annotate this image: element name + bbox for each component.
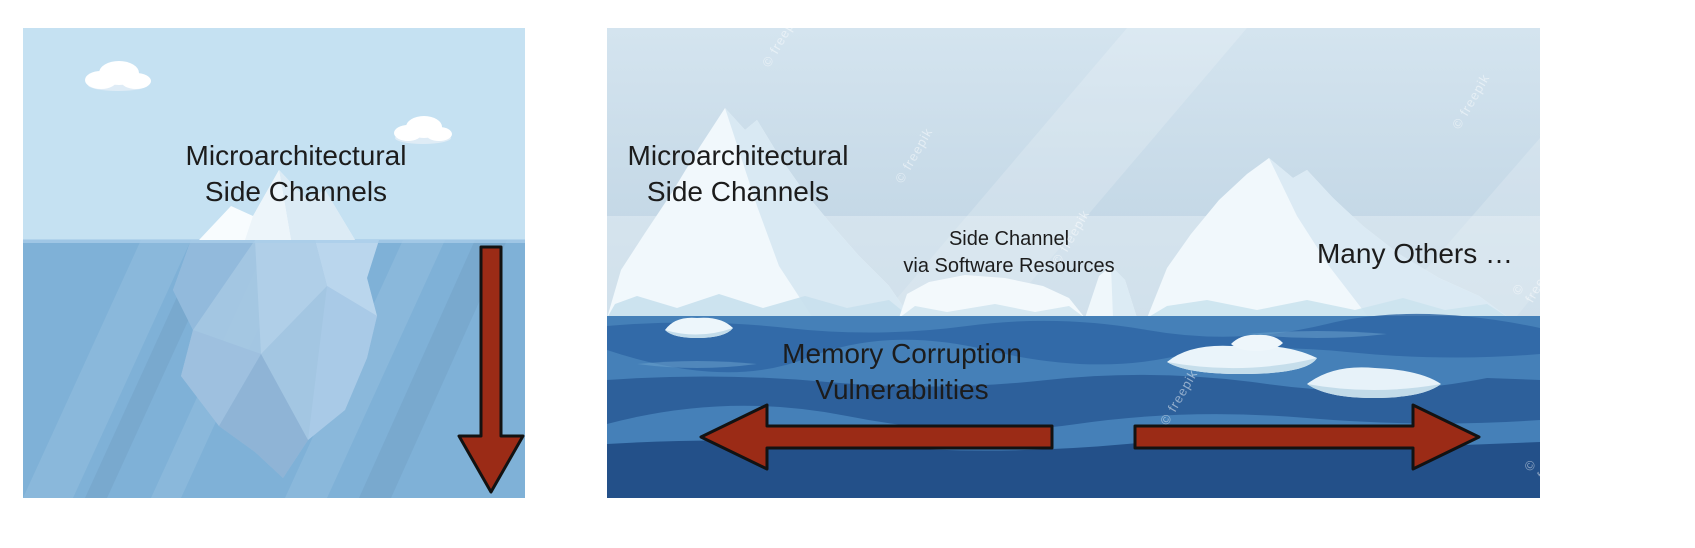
iceberg-tip <box>199 170 355 240</box>
ice-floe <box>665 317 733 338</box>
waterline <box>23 239 525 243</box>
right-microarch-label: Microarchitectural Side Channels <box>628 138 849 210</box>
ice-floe <box>1167 345 1317 374</box>
down-arrow-icon <box>457 245 525 494</box>
memory-corruption-line1: Memory Corruption <box>782 338 1022 369</box>
left-iceberg-panel: Microarchitectural Side Channels <box>23 28 525 498</box>
right-iceberg-scene <box>607 28 1540 498</box>
microarch-line1: Microarchitectural <box>627 140 849 171</box>
water-waves <box>607 313 1540 498</box>
left-arrow-icon <box>699 403 1054 471</box>
cloud-icon <box>85 61 151 91</box>
microarch-line2: Side Channels <box>646 176 830 207</box>
side-channel-software-label: Side Channel via Software Resources <box>903 226 1114 280</box>
memory-corruption-line2: Vulnerabilities <box>815 374 989 405</box>
right-arrow-icon <box>1133 403 1481 471</box>
memory-corruption-label: Memory Corruption Vulnerabilities <box>782 336 1022 408</box>
side-channel-line1: Side Channel <box>948 228 1070 250</box>
left-panel-title: Microarchitectural Side Channels <box>186 138 407 210</box>
iceberg-underwater <box>173 240 379 478</box>
left-title-line1: Microarchitectural <box>185 140 407 171</box>
ice-floe <box>1231 334 1283 351</box>
ice-floe <box>1307 367 1441 398</box>
left-title-line2: Side Channels <box>204 176 388 207</box>
side-channel-line2: via Software Resources <box>903 255 1115 277</box>
iceberg-right <box>1147 158 1509 318</box>
right-iceberg-panel: Microarchitectural Side Channels Side Ch… <box>607 28 1540 498</box>
cloud-icon <box>394 116 452 144</box>
iceberg-left <box>607 108 911 318</box>
left-iceberg-scene <box>23 28 525 498</box>
iceberg-small-peak <box>1085 266 1137 318</box>
many-others-label: Many Others … <box>1317 236 1513 272</box>
many-others-text: Many Others … <box>1316 238 1514 269</box>
iceberg-middle <box>899 275 1085 318</box>
